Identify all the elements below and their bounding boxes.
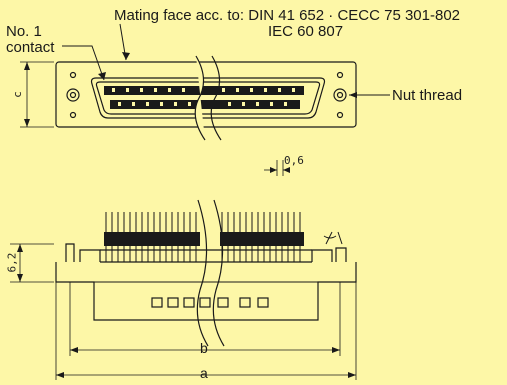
d-shell <box>90 77 326 119</box>
left-mounting-hole <box>66 88 80 102</box>
mating-face-label: Mating face acc. to: DIN 41 652 · CECC 7… <box>114 7 461 24</box>
contact-number-label: No. 1 <box>6 23 42 40</box>
contact-rows <box>104 86 304 109</box>
mating-face-standard-label: IEC 60 807 <box>268 23 344 40</box>
contact-label: contact <box>6 39 55 56</box>
left-hole-center <box>69 91 77 99</box>
housing-outline <box>55 262 357 321</box>
b-dimension-label: b <box>200 340 208 356</box>
c-dimension-label: c <box>10 91 24 98</box>
right-mounting-hole <box>333 88 347 102</box>
nut-thread-label: Nut thread <box>392 87 463 104</box>
height-label: 6,2 <box>5 252 19 273</box>
pin-width-label: 0,6 <box>284 154 304 167</box>
a-dimension-label: a <box>200 365 208 381</box>
front-contact-windows <box>151 297 269 308</box>
